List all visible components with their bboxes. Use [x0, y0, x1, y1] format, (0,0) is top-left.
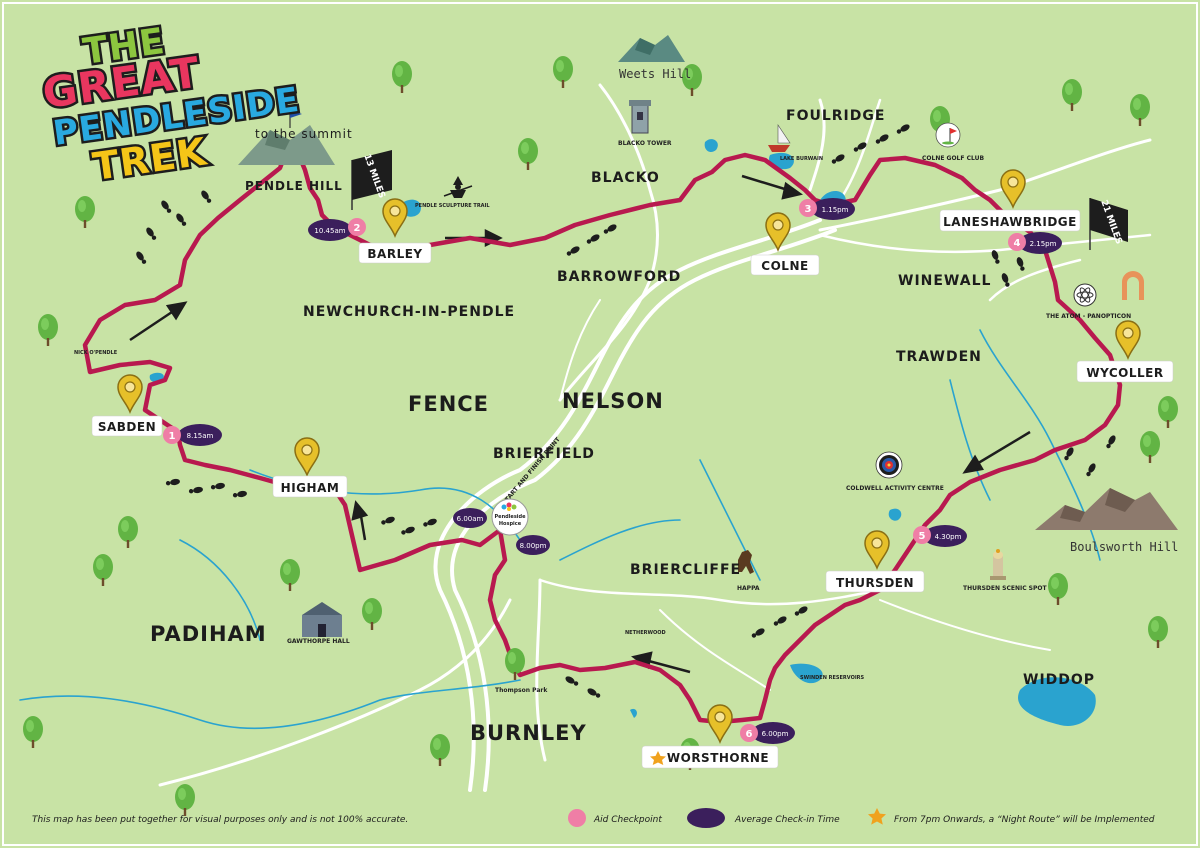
stop-name: LANESHAWBRIDGE	[943, 215, 1077, 229]
stop-time: 6.00pm	[762, 730, 789, 738]
disclaimer-text: This map has been put together for visua…	[32, 815, 408, 825]
water-bodies	[149, 139, 1096, 726]
gawthorpe-hall-icon	[302, 602, 342, 637]
legend: This map has been put together for visua…	[32, 808, 1155, 828]
stop-higham: HIGHAM	[272, 437, 348, 498]
town-widdop: WIDDOP	[1023, 672, 1095, 688]
town-briercliffe: BRIERCLIFFE	[630, 562, 741, 578]
wycoller-label: WYCOLLER	[1086, 366, 1163, 380]
stop-wycoller: WYCOLLER	[1076, 320, 1174, 383]
higham-label: HIGHAM	[281, 481, 340, 495]
town-fence: FENCE	[408, 392, 489, 416]
stop-barley: BARLEY 10.45am 2	[308, 198, 432, 264]
direction-arrows	[129, 174, 1031, 674]
banner-21-miles: 21 MILES	[1089, 198, 1128, 250]
label-happa: HAPPA	[737, 585, 760, 592]
stop-number: 2	[354, 223, 361, 234]
stop-number: 5	[919, 531, 926, 542]
legend-avg-text: Average Check-in Time	[734, 815, 840, 825]
start-time: 6.00am	[457, 515, 484, 523]
stop-time: 1.15pm	[822, 206, 849, 214]
golf-icon	[935, 122, 961, 148]
scenic-monument-icon	[990, 549, 1006, 580]
stop-number: 6	[746, 729, 753, 740]
label-netherwood: NETHERWOOD	[625, 630, 666, 636]
stop-worsthorne: WORSTHORNE 6.00pm 6	[641, 704, 795, 769]
legend-time-swatch	[687, 808, 725, 828]
roads	[158, 83, 1152, 792]
label-nick-of-pendle: NICK O'PENDLE	[74, 350, 118, 356]
panopticon-arch-icon	[1122, 271, 1144, 300]
label-weets-hill: Weets Hill	[619, 67, 691, 81]
stop-name: SABDEN	[98, 420, 156, 434]
legend-aid-text: Aid Checkpoint	[593, 815, 662, 825]
label-atom: THE ATOM - PANOPTICON	[1046, 313, 1131, 320]
town-blacko: BLACKO	[591, 170, 660, 186]
boulsworth-hill-mountain	[1035, 488, 1178, 530]
town-nelson: NELSON	[562, 389, 664, 413]
label-swinden: SWINDEN RESERVOIRS	[800, 675, 865, 681]
town-newchurch: NEWCHURCH-IN-PENDLE	[303, 304, 515, 320]
town-barrowford: BARROWFORD	[557, 269, 681, 285]
label-coldwell: COLDWELL ACTIVITY CENTRE	[846, 485, 944, 492]
town-foulridge: FOULRIDGE	[786, 108, 885, 124]
pendle-hill-mountain	[238, 110, 335, 165]
label-pendle-sculpture: PENDLE SCULPTURE TRAIL	[415, 203, 490, 209]
witch-icon	[443, 176, 473, 198]
label-to-summit: to the summit	[255, 127, 353, 141]
stop-time: 2.15pm	[1030, 240, 1057, 248]
stop-name: WORSTHORNE	[667, 751, 769, 765]
stop-time: 10.45am	[314, 227, 345, 235]
star-icon	[650, 751, 666, 765]
horse-icon	[738, 550, 754, 574]
town-trawden: TRAWDEN	[896, 349, 982, 365]
label-blacko-tower: BLACKO TOWER	[618, 140, 672, 147]
stop-name: BARLEY	[367, 247, 422, 261]
label-colne-golf: COLNE GOLF CLUB	[922, 155, 984, 162]
atom-icon	[1073, 283, 1097, 307]
finish-time: 8.00pm	[520, 542, 547, 550]
stop-laneshawbridge: LANESHAWBRIDGE 2.15pm 4	[939, 169, 1081, 254]
label-thursden-scenic: THURSDEN SCENIC SPOT	[963, 585, 1048, 592]
stop-thursden: THURSDEN 4.30pm 5	[825, 525, 967, 593]
label-lake-burwain: LAKE BURWAIN	[780, 156, 823, 162]
town-labels: NEWCHURCH-IN-PENDLE FENCE NELSON BRIERFI…	[150, 108, 1095, 745]
legend-aid-swatch	[568, 809, 586, 827]
stop-name: COLNE	[761, 259, 808, 273]
legend-night-text: From 7pm Onwards, a “Night Route” will b…	[894, 815, 1155, 825]
boat-icon	[768, 124, 791, 152]
hospice-name-line2: Hospice	[499, 521, 522, 527]
stop-time: 4.30pm	[935, 533, 962, 541]
target-icon	[875, 451, 903, 479]
stop-time: 8.15am	[187, 432, 214, 440]
stop-sabden: SABDEN 8.15am 1	[91, 374, 222, 446]
label-thompson-park: Thompson Park	[495, 687, 548, 694]
legend-star-icon	[868, 808, 886, 825]
label-gawthorpe: GAWTHORPE HALL	[287, 638, 350, 645]
town-winewall: WINEWALL	[898, 273, 991, 289]
town-padiham: PADIHAM	[150, 622, 267, 646]
stop-number: 3	[805, 204, 812, 215]
landmark-labels: to the summit PENDLE HILL Weets Hill BLA…	[74, 67, 1178, 694]
blacko-tower-icon	[629, 100, 651, 134]
label-pendle-hill: PENDLE HILL	[245, 179, 343, 193]
stop-colne: COLNE 1.15pm 3	[750, 198, 855, 276]
banner-13-miles: 13 MILES	[351, 150, 392, 210]
stop-number: 1	[169, 431, 176, 442]
town-brierfield: BRIERFIELD	[493, 446, 595, 462]
label-boulsworth: Boulsworth Hill	[1070, 540, 1178, 554]
hospice-logo-icon	[501, 502, 517, 511]
hospice-name-line1: Pendleside	[495, 514, 527, 520]
stop-name: THURSDEN	[836, 576, 914, 590]
stop-number: 4	[1014, 238, 1021, 249]
map-title: THE GREAT PENDLESIDE TREK	[37, 18, 305, 191]
town-burnley: BURNLEY	[470, 721, 587, 745]
weets-hill-mountain	[618, 35, 685, 62]
